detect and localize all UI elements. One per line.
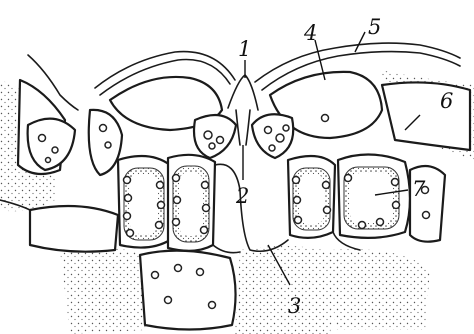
label-3: 3 [288,294,301,318]
epidermal-cells [18,72,470,174]
label-1: 1 [238,37,251,61]
guard-cell-left [194,115,236,158]
left-stomata [28,110,122,175]
label-2: 2 [235,184,249,208]
label-5: 5 [368,15,381,39]
label-4: 4 [303,21,317,45]
label-7: 7 [412,177,426,201]
label-6: 6 [440,89,453,113]
